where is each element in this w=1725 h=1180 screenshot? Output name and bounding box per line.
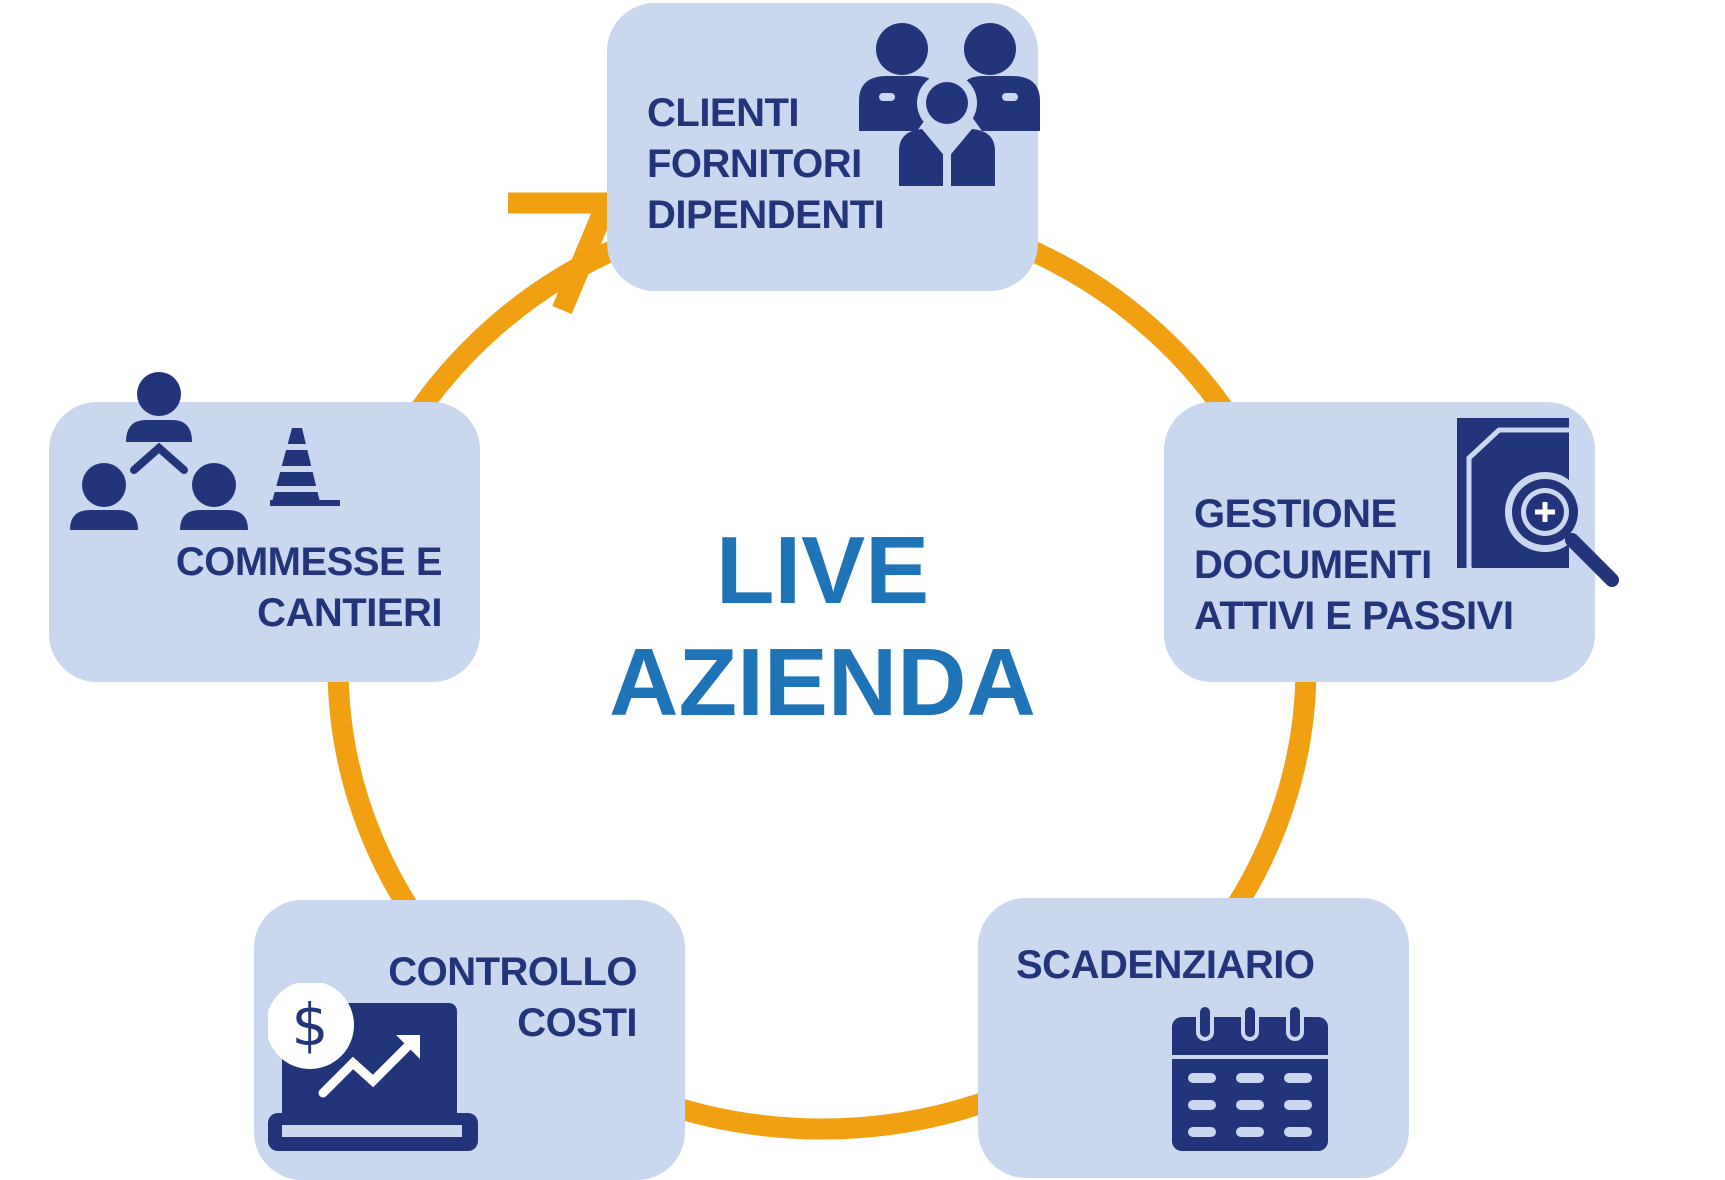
- cycle-arrowhead: [508, 192, 616, 315]
- label-line: DIPENDENTI: [647, 193, 885, 237]
- node-label: CONTROLLO COSTI: [388, 947, 637, 1049]
- title-line-2: AZIENDA: [609, 629, 1036, 736]
- label-line: CLIENTI: [647, 91, 800, 135]
- calendar-icon: [1172, 1003, 1328, 1151]
- label-line: COMMESSE E: [175, 540, 443, 584]
- node-label: SCADENZIARIO: [1016, 940, 1315, 991]
- team-cone-icon: [70, 372, 340, 530]
- node-controllo-costi: CONTROLLO COSTI $: [254, 900, 685, 1180]
- label-line: COSTI: [517, 1001, 637, 1045]
- label-line: CANTIERI: [257, 591, 442, 635]
- node-scadenziario: SCADENZIARIO: [978, 898, 1409, 1178]
- center-title: LIVE AZIENDA: [560, 515, 1085, 739]
- label-line: CONTROLLO: [388, 950, 637, 994]
- node-gestione-documenti: GESTIONE DOCUMENTI ATTIVI E PASSIVI: [1164, 402, 1619, 682]
- node-clienti-fornitori-dipendenti: CLIENTI FORNITORI DIPENDENTI: [607, 3, 1040, 291]
- svg-text:$: $: [292, 991, 329, 1059]
- title-line-1: LIVE: [715, 517, 930, 624]
- people-icon: [859, 23, 1040, 186]
- node-label: GESTIONE DOCUMENTI ATTIVI E PASSIVI: [1194, 489, 1514, 642]
- node-label: COMMESSE E CANTIERI: [175, 537, 443, 639]
- label-line: FORNITORI: [647, 142, 862, 186]
- label-line: GESTIONE: [1194, 492, 1397, 536]
- node-commesse-cantieri: COMMESSE E CANTIERI: [49, 402, 480, 682]
- label-line: ATTIVI E PASSIVI: [1194, 594, 1514, 638]
- document-search-icon: [1457, 418, 1619, 587]
- label-line: SCADENZIARIO: [1016, 943, 1315, 987]
- label-line: DOCUMENTI: [1194, 543, 1432, 587]
- laptop-dollar-chart-icon: $: [268, 983, 478, 1151]
- node-label: CLIENTI FORNITORI DIPENDENTI: [647, 88, 885, 241]
